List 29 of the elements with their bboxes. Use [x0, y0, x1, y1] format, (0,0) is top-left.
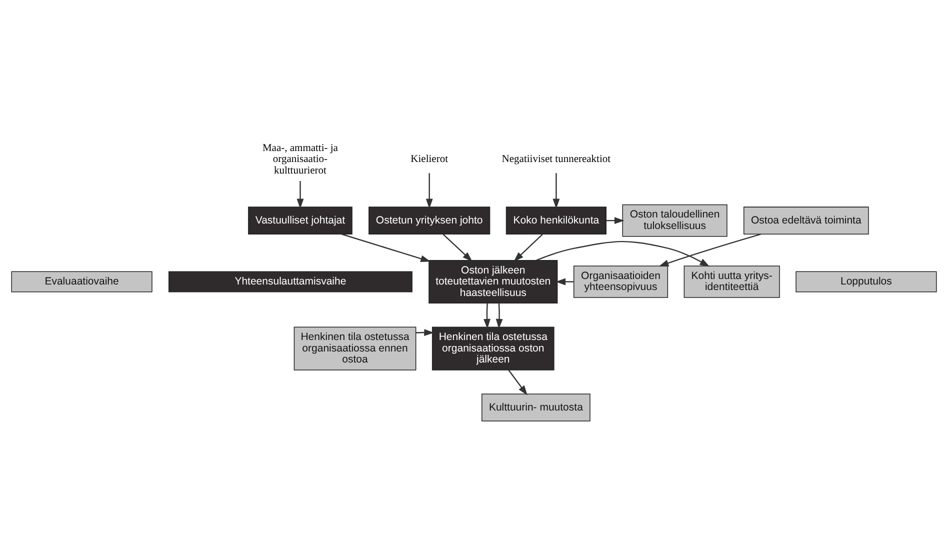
arrow	[556, 278, 574, 286]
node-box: Yhteensulauttamisvaihe	[168, 271, 412, 292]
arrow	[496, 303, 503, 329]
node-box: Evaluaatiovaihe	[11, 271, 152, 292]
node-box: Ostetun yrityksen johto	[368, 206, 490, 234]
node-box: Ostoa edeltävä toiminta	[743, 206, 869, 234]
arrow	[296, 181, 304, 209]
arrow	[658, 234, 762, 267]
arrow	[552, 173, 560, 209]
node-text: Kielierot	[410, 154, 448, 166]
node-box: Henkinen tila ostetussa organisaatiossa oston jälkeen	[432, 326, 554, 370]
node-box: Oston jälkeen toteutettavien muutosten haasteellisuus	[428, 260, 558, 304]
arrow	[508, 370, 528, 396]
arrow	[426, 173, 433, 209]
node-text: Maa-, ammatti- ja organisaatio- kulttuurierot	[262, 142, 338, 176]
node-box: Lopputulos	[796, 271, 937, 292]
node-box: Organisaatioiden yhteensopivuus	[573, 266, 668, 298]
arrow	[484, 303, 490, 329]
arrow	[442, 234, 472, 262]
arrow	[514, 234, 543, 262]
arrow	[536, 240, 710, 267]
node-box: Kulttuurin- muutosta	[482, 394, 590, 422]
arrow	[341, 234, 431, 262]
node-box: Oston taloudellinen tuloksellisuus	[622, 204, 728, 237]
node-text: Negatiiviset tunnereaktiot	[502, 154, 611, 166]
node-box: Henkinen tila ostetussa organisaatiossa ennen ostoa	[294, 326, 416, 370]
node-box: Kohti uutta yritys- identiteettiä	[684, 266, 780, 298]
node-box: Vastuulliset johtajat	[248, 206, 352, 234]
node-box: Koko henkilökunta	[506, 206, 606, 234]
